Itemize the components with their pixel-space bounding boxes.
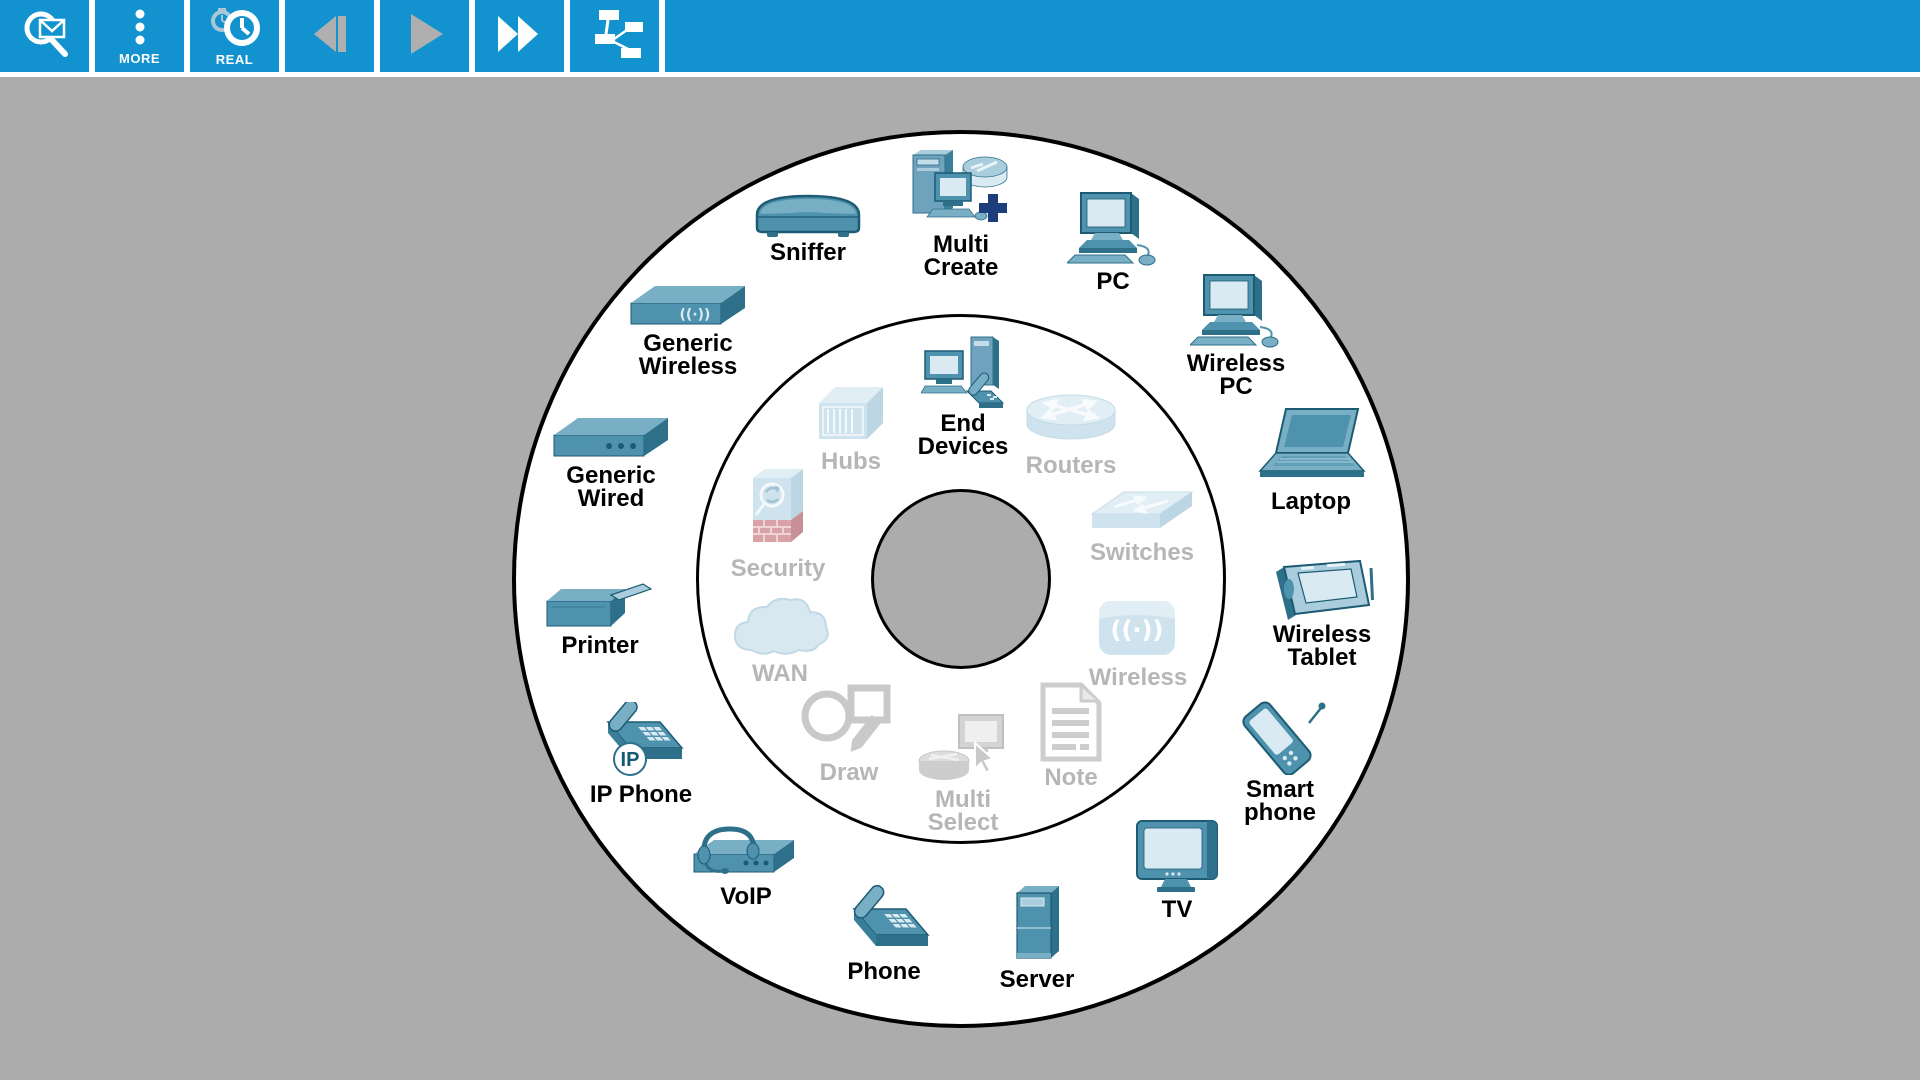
button-label: MORE [119, 50, 160, 66]
device-sniffer[interactable]: Sniffer [723, 186, 893, 266]
item-label: Laptop [1271, 488, 1351, 515]
wireless-icon: ((·)) [1053, 589, 1223, 663]
realtime-button[interactable]: REAL [190, 0, 279, 72]
item-label: Draw [819, 759, 879, 786]
category-multi-select[interactable]: Multi Select [878, 709, 1048, 836]
device-ip-phone[interactable]: IP IP Phone [556, 702, 726, 808]
item-label: Hubs [821, 448, 881, 475]
smartphone-icon [1195, 699, 1365, 775]
laptop-icon [1226, 407, 1396, 487]
category-hubs[interactable]: Hubs [766, 379, 936, 475]
routers-icon [986, 383, 1156, 451]
item-label: Switches [1089, 539, 1195, 566]
inspect-button[interactable] [0, 0, 89, 72]
ellipsis-vertical-icon [112, 8, 168, 51]
wireless-tablet-icon [1237, 558, 1407, 620]
item-label: Sniffer [769, 239, 846, 266]
item-label: Generic Wired [566, 462, 656, 512]
item-label: Multi Create [923, 231, 999, 281]
category-end-devices[interactable]: End Devices [878, 333, 1048, 460]
category-draw[interactable]: Draw [764, 682, 934, 786]
device-wireless-pc[interactable]: Wireless PC [1151, 271, 1321, 400]
printer-icon [515, 579, 685, 631]
category-security[interactable]: Security [693, 464, 863, 582]
fast-forward-button[interactable] [475, 0, 564, 72]
more-button[interactable]: MORE [95, 0, 184, 72]
toolbar: MORE REAL [0, 0, 1920, 77]
device-pc[interactable]: PC [1028, 189, 1198, 295]
device-tv[interactable]: TV [1092, 817, 1262, 923]
ip-phone-icon: IP [556, 702, 726, 780]
switches-icon [1057, 484, 1227, 538]
generic-wired-icon [526, 413, 696, 461]
security-icon [693, 464, 863, 554]
device-generic-wired[interactable]: Generic Wired [526, 413, 696, 512]
device-generic-wireless[interactable]: ((·)) Generic Wireless [603, 281, 773, 380]
item-label: Multi Select [927, 786, 999, 836]
wireless-pc-icon [1151, 271, 1321, 349]
clock-icon [207, 7, 263, 52]
end-devices-icon [878, 333, 1048, 409]
device-multi-create[interactable]: Multi Create [876, 146, 1046, 281]
toolbar-filler [665, 0, 1920, 72]
topology-icon [587, 7, 645, 66]
hubs-icon [766, 379, 936, 447]
item-label: VoIP [720, 883, 772, 910]
device-printer[interactable]: Printer [515, 579, 685, 659]
item-label: Routers [1025, 452, 1117, 479]
note-icon [986, 681, 1156, 763]
fast-forward-icon [492, 8, 548, 65]
svg-text:((·)): ((·)) [680, 307, 711, 323]
step-back-icon [302, 8, 358, 65]
device-wireless-tablet[interactable]: Wireless Tablet [1237, 558, 1407, 671]
category-routers[interactable]: Routers [986, 383, 1156, 479]
magnifier-envelope-icon [17, 8, 73, 65]
multi-select-icon [878, 709, 1048, 785]
server-icon [952, 881, 1122, 965]
item-label: Generic Wireless [638, 330, 738, 380]
wan-icon [695, 589, 865, 659]
step-back-button[interactable] [285, 0, 374, 72]
item-label: Wireless PC [1186, 350, 1286, 400]
device-wheel-center-hole [871, 489, 1051, 669]
play-icon [397, 8, 453, 65]
device-phone[interactable]: Phone [799, 883, 969, 985]
item-label: Phone [847, 958, 921, 985]
device-smartphone[interactable]: Smart phone [1195, 699, 1365, 826]
item-label: WAN [752, 660, 808, 687]
generic-wireless-icon: ((·)) [603, 281, 773, 329]
item-label: Printer [561, 632, 639, 659]
item-label: Security [730, 555, 826, 582]
item-label: IP Phone [589, 781, 693, 808]
svg-text:((·)): ((·)) [1111, 616, 1164, 644]
item-label: Wireless Tablet [1272, 621, 1372, 671]
voip-icon [661, 824, 831, 882]
draw-icon [764, 682, 934, 758]
phone-icon [799, 883, 969, 957]
item-label: TV [1161, 896, 1193, 923]
item-label: Server [999, 966, 1075, 993]
category-wireless[interactable]: ((·)) Wireless [1053, 589, 1223, 691]
item-label: Smart phone [1244, 776, 1316, 826]
topology-view-button[interactable] [570, 0, 659, 72]
item-label: Note [1044, 764, 1098, 791]
item-label: Wireless [1088, 664, 1188, 691]
play-button[interactable] [380, 0, 469, 72]
item-label: End Devices [917, 410, 1009, 460]
pc-icon [1028, 189, 1198, 267]
button-label: REAL [215, 51, 254, 67]
device-server[interactable]: Server [952, 881, 1122, 993]
item-label: PC [1096, 268, 1130, 295]
multi-create-icon [876, 146, 1046, 230]
device-laptop[interactable]: Laptop [1226, 407, 1396, 515]
device-voip[interactable]: VoIP [661, 824, 831, 910]
category-note[interactable]: Note [986, 681, 1156, 791]
sniffer-icon [723, 186, 893, 238]
category-wan[interactable]: WAN [695, 589, 865, 687]
category-switches[interactable]: Switches [1057, 484, 1227, 566]
tv-icon [1092, 817, 1262, 895]
svg-text:IP: IP [621, 749, 640, 771]
